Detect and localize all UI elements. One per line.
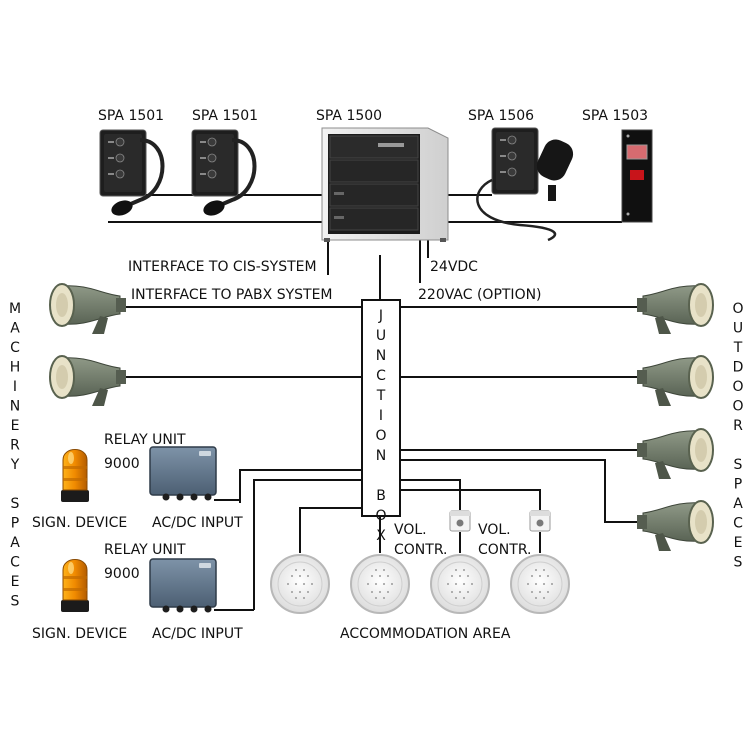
interface-cis-label: INTERFACE TO CIS-SYSTEM [128,259,317,275]
spa1506-label: SPA 1506 [468,108,534,124]
ceiling-speaker-icon [430,554,490,614]
relay-box-icon [149,446,217,502]
dc24-label: 24VDC [430,259,478,275]
sign-device-1-label: SIGN. DEVICE [32,515,127,531]
acdc-input-1-label: AC/DC INPUT [152,515,243,531]
relay-unit-2-label: RELAY UNIT [104,542,186,558]
horn-right-4-wire [400,459,638,523]
ceiling-speaker-icon [270,554,330,614]
junction-box [361,299,401,517]
spa1500-rack [321,127,449,242]
horn-speaker-icon [637,501,713,551]
spa1503-label: SPA 1503 [582,108,648,124]
volume-control-icon [449,510,471,532]
relay-unit-1-number: 9000 [104,456,140,472]
relay-unit-1-label: RELAY UNIT [104,432,186,448]
acdc-input-2-label: AC/DC INPUT [152,626,243,642]
vol-1-label: VOL. [394,522,427,538]
spa1503-alarm-panel [621,129,653,223]
horn-speaker-icon [637,429,713,479]
spa1501-a-label: SPA 1501 [98,108,164,124]
spa1506-panel [476,127,574,242]
vol-2-label: VOL. [478,522,511,538]
spa1501-panel-a [99,129,165,216]
ceiling-speaker-icon [510,554,570,614]
wiring [108,194,638,610]
ac220-label: 220VAC (OPTION) [418,287,542,303]
relay-2-wire [253,479,362,610]
ceiling-speaker-4-wire [400,489,541,510]
rotating-beacon-icon [60,559,90,613]
relay-1-wire [239,469,362,503]
ceiling-speaker-3-wire [400,479,461,510]
spa1500-label: SPA 1500 [316,108,382,124]
horn-speaker-icon [49,283,127,335]
relay-box-icon [149,558,217,614]
relay-unit-2-number: 9000 [104,566,140,582]
horn-speaker-icon [637,284,713,334]
contr-2-label: CONTR. [478,542,532,558]
ceiling-speaker-icon [350,554,410,614]
volume-control-icon [529,510,551,532]
contr-1-label: CONTR. [394,542,448,558]
horn-speaker-icon [49,355,127,407]
accommodation-area-label: ACCOMMODATION AREA [340,626,511,642]
spa1501-b-label: SPA 1501 [192,108,258,124]
sign-device-2-label: SIGN. DEVICE [32,626,127,642]
interface-pabx-label: INTERFACE TO PABX SYSTEM [131,287,333,303]
ceiling-speaker-1-wire [299,507,362,553]
horn-speaker-icon [637,356,713,406]
rotating-beacon-icon [60,449,90,503]
spa1501-panel-b [191,129,257,216]
